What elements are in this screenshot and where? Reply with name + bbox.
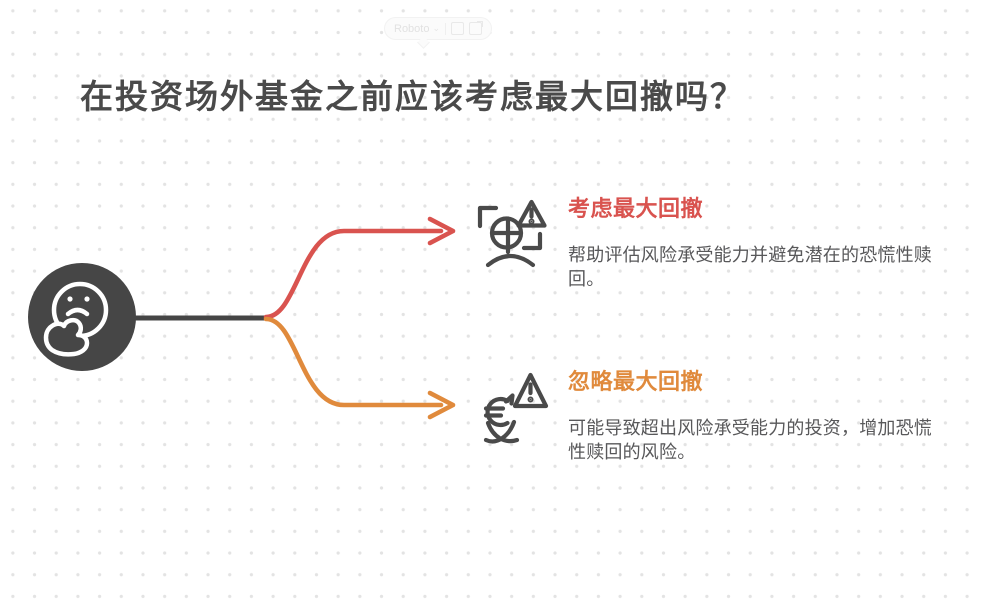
- euro-person-warning-icon: [483, 372, 549, 444]
- branch-consider: 考虑最大回撤 帮助评估风险承受能力并避免潜在的恐慌性赎回。: [568, 197, 940, 291]
- branch-ignore: 忽略最大回撤 可能导致超出风险承受能力的投资，增加恐慌性赎回的风险。: [568, 370, 940, 464]
- chevron-down-icon: ⌄: [432, 23, 441, 33]
- branch-line-consider: [263, 216, 456, 320]
- frame-icon[interactable]: [451, 22, 465, 35]
- toolbar-divider: [445, 22, 447, 35]
- branch-consider-heading: 考虑最大回撤: [568, 196, 704, 221]
- branch-ignore-heading: 忽略最大回撤: [568, 369, 704, 394]
- branch-line-ignore: [263, 316, 456, 420]
- branch-consider-body: 帮助评估风险承受能力并避免潜在的恐慌性赎回。: [568, 245, 932, 289]
- font-selector[interactable]: Roboto ⌄: [394, 23, 440, 35]
- thinking-face-icon: [28, 263, 136, 371]
- face-scan-warning-icon: [477, 199, 547, 268]
- font-selector-label: Roboto: [394, 22, 430, 35]
- page-title: 在投资场外基金之前应该考虑最大回撤吗？: [80, 78, 745, 116]
- floating-toolbar[interactable]: Roboto ⌄: [384, 17, 493, 49]
- export-icon[interactable]: [469, 21, 484, 35]
- branch-ignore-body: 可能导致超出风险承受能力的投资，增加恐慌性赎回的风险。: [568, 418, 932, 462]
